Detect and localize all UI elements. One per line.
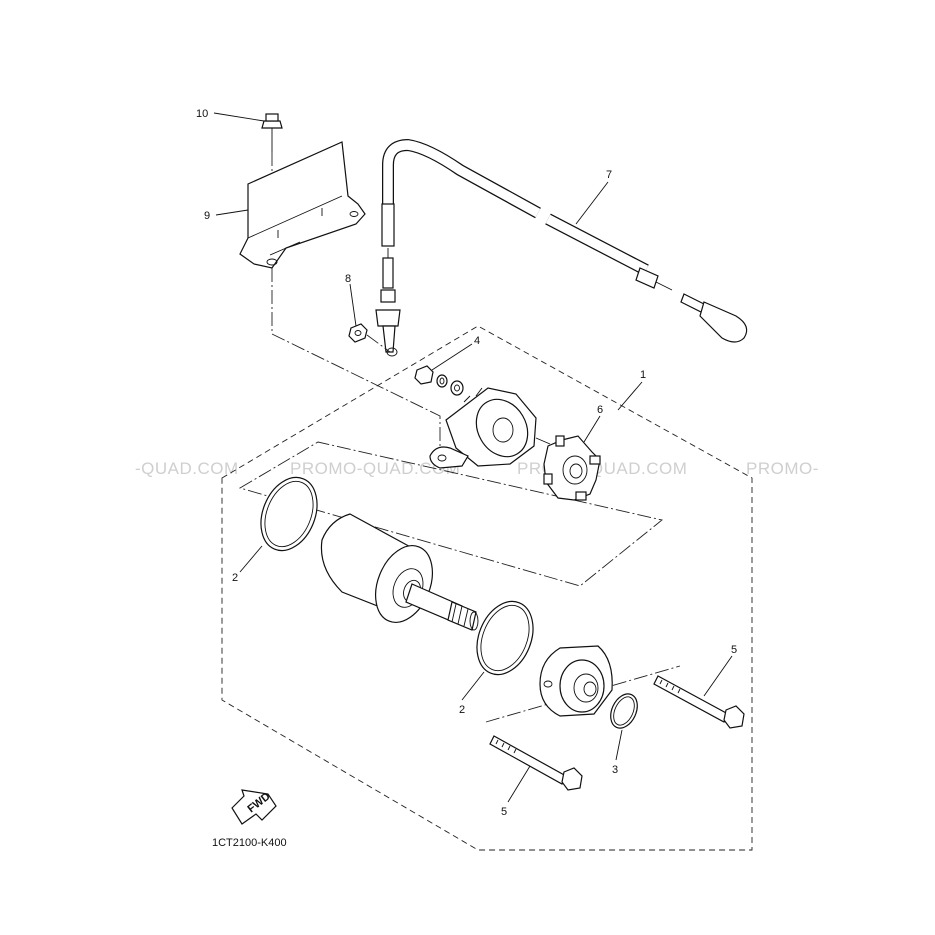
callout-5-lower: 5 — [501, 806, 507, 818]
watermark-2: PROMO-QUAD.COM — [290, 459, 460, 478]
cable-part-7 — [375, 138, 748, 357]
assembly-boundary — [221, 325, 753, 851]
front-cover — [539, 645, 613, 717]
bracket-part-9 — [239, 141, 366, 269]
callout-4: 4 — [474, 335, 480, 347]
callout-8: 8 — [345, 273, 351, 285]
callout-7: 7 — [606, 169, 612, 181]
callout-1: 1 — [640, 369, 646, 381]
callout-3: 3 — [612, 764, 618, 776]
callout-2-lower: 2 — [459, 704, 465, 716]
callout-5-upper: 5 — [731, 644, 737, 656]
callout-2-upper: 2 — [232, 572, 238, 584]
callout-9: 9 — [204, 210, 210, 222]
nut-part-8 — [348, 323, 391, 353]
o-ring-part-3 — [610, 693, 638, 729]
diagram-code: 1CT2100-K400 — [212, 837, 287, 849]
leader-lines — [213, 112, 733, 803]
callouts: 10 9 8 4 1 6 7 2 2 3 5 5 — [196, 108, 737, 818]
watermark-4: PROMO- — [746, 459, 819, 478]
bracket-alignment-line — [271, 268, 441, 450]
bolt-part-5-upper — [653, 675, 745, 729]
o-ring-part-2-lower — [476, 600, 534, 676]
brush-holder-part-6 — [535, 435, 601, 501]
callout-10: 10 — [196, 108, 208, 120]
alignment-box — [238, 441, 664, 587]
nuts-part-4 — [414, 365, 464, 396]
o-ring-part-2-upper — [260, 476, 318, 552]
callout-6: 6 — [597, 404, 603, 416]
fwd-arrow-icon: FWD — [231, 789, 277, 825]
motor-yoke — [320, 513, 479, 631]
bolt-part-5-lower — [489, 735, 583, 791]
watermark-1: -QUAD.COM — [135, 459, 239, 478]
watermark-3: PROMO-QUAD.COM — [517, 459, 687, 478]
rear-housing — [429, 387, 537, 469]
